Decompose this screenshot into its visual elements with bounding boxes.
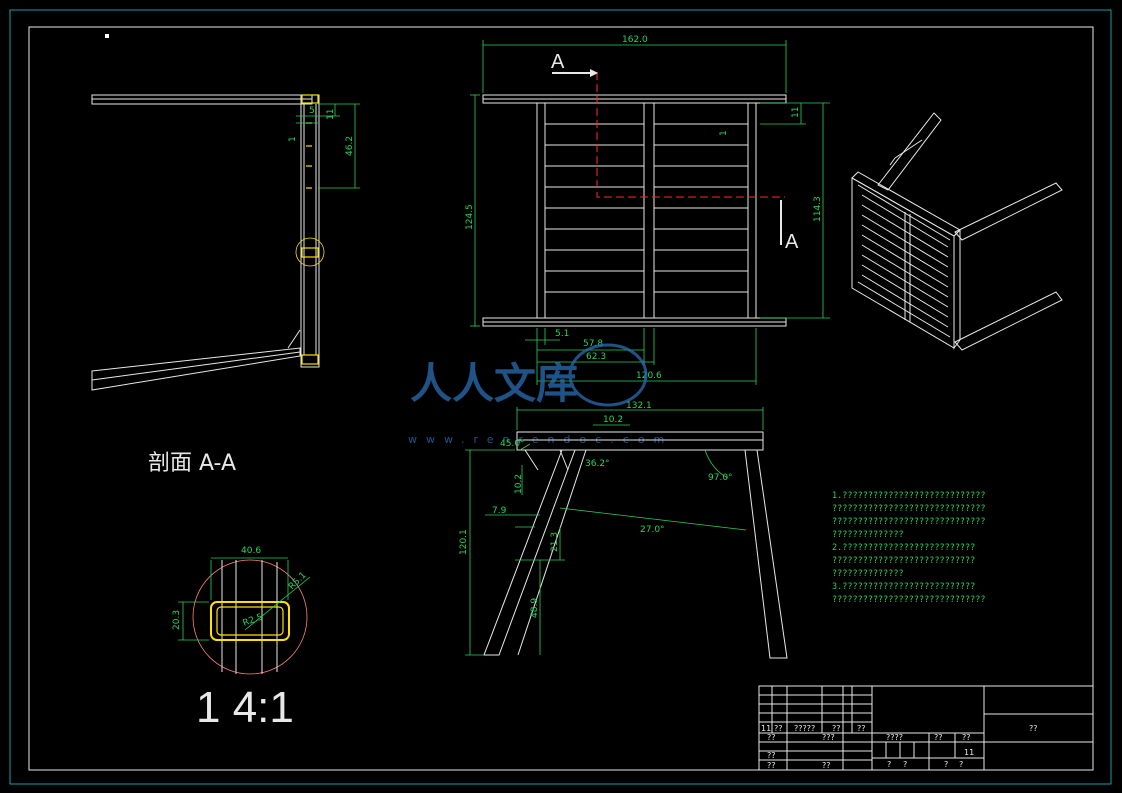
isometric-view (851, 112, 1063, 351)
tb-cell: 11 (964, 748, 974, 757)
dim-det-r2: R2.5 (242, 612, 265, 628)
tb-cell: ???? (886, 733, 903, 742)
section-view (91, 94, 360, 391)
section-label: 剖面 A-A (148, 451, 236, 476)
dim-height-right: 114.3 (813, 196, 823, 222)
dim-62-3: 62.3 (586, 352, 606, 362)
detail-view (178, 557, 311, 675)
note-line: 2.?????????????????????????? (832, 543, 975, 553)
tb-cell: ? (903, 760, 907, 769)
note-line: ???????????????????????????? (832, 556, 975, 566)
dim-ang-27: 27.0° (640, 525, 665, 535)
dim-ang-36-2: 36.2° (585, 459, 610, 469)
watermark: 人人文库 www.renrendoc.com (408, 343, 664, 446)
svg-text:人人文库: 人人文库 (410, 359, 578, 408)
title-cell: ?? (1029, 724, 1038, 733)
dim-top-width: 162.0 (622, 35, 648, 45)
tb-cell: ? (959, 760, 963, 769)
dim-132-1: 132.1 (626, 401, 652, 411)
dim-ang-97: 97.0° (708, 473, 733, 483)
dim-det-20-3: 20.3 (172, 610, 182, 630)
tb-cell: ?? (857, 724, 866, 733)
dim-height-left: 124.5 (465, 204, 475, 230)
section-mark-right: A (785, 231, 799, 253)
tb-cell: ?? (832, 724, 841, 733)
inner-border (28, 26, 1094, 771)
dim-21-3: 21.3 (550, 532, 560, 552)
tb-cell: ?? (962, 733, 971, 742)
tb-cell: ?? (822, 761, 831, 770)
section-mark-top: A (551, 51, 565, 73)
dim-48-9: 48.9 (530, 598, 540, 618)
outer-border (9, 9, 1112, 785)
tb-cell: ?? (767, 751, 776, 760)
dim-7-9: 7.9 (492, 506, 507, 516)
tb-cell: 11 (761, 724, 771, 733)
note-line: 3.?????????????????????????? (832, 582, 975, 592)
dim-120-1: 120.1 (459, 529, 469, 555)
front-view (470, 40, 830, 385)
dim-57-8: 57.8 (583, 339, 603, 349)
note-line: ?????????????????????????????? (832, 504, 986, 514)
detail-scale: 1 4:1 (196, 683, 294, 732)
note-line: ?????????????????????????????? (832, 517, 986, 527)
tb-cell: ????? (794, 724, 815, 733)
note-line: 1.???????????????????????????? (832, 491, 986, 501)
tb-cell: ?? (774, 724, 783, 733)
note-line: ?????????????? (832, 530, 904, 540)
dim-sec-1: 1 (288, 136, 298, 142)
dim-sec-5: 5 (309, 106, 315, 116)
tb-cell: ? (944, 760, 948, 769)
tb-cell: ?? (934, 733, 943, 742)
technical-notes: 1.???????????????????????????? ?????????… (832, 491, 986, 605)
tb-cell: ?? (767, 761, 776, 770)
dim-det-r: R5.1 (287, 570, 309, 592)
side-view (465, 407, 788, 659)
dim-sec-46-2: 46.2 (345, 136, 355, 156)
dim-10-2-top: 10.2 (603, 415, 623, 425)
tb-cell: ?? (767, 733, 776, 742)
tb-cell: ? (887, 760, 891, 769)
tb-cell: ??? (822, 733, 835, 742)
dim-10-2-left: 10.2 (514, 474, 524, 494)
note-line: ?????????????? (832, 569, 904, 579)
dim-ang-45: 45.0° (500, 439, 525, 449)
dim-1: 1 (719, 130, 729, 136)
note-line: ?????????????????????????????? (832, 595, 986, 605)
dim-11-top-right: 11 (791, 107, 801, 118)
title-block (758, 685, 1094, 771)
dim-sec-11: 11 (326, 109, 336, 120)
dim-120-6: 120.6 (636, 371, 662, 381)
corner-marker (105, 34, 109, 38)
dim-det-40-6: 40.6 (241, 546, 261, 556)
dim-5-1: 5.1 (555, 329, 569, 339)
